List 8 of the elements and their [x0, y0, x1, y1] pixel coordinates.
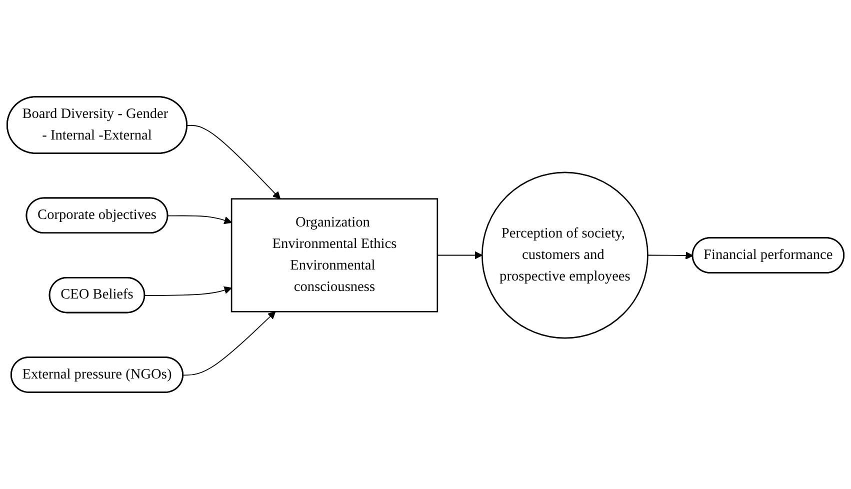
node-box: Organization Environmental Ethics Environmental consciousness: [230, 198, 438, 312]
arrow: [186, 124, 281, 200]
arrow: [436, 251, 483, 260]
arrow: [168, 215, 232, 224]
arrow: [647, 252, 694, 260]
arrow: [144, 286, 232, 296]
arrow: [182, 311, 276, 376]
node-circle: Perception of society, customers and prospective employees: [481, 172, 648, 339]
